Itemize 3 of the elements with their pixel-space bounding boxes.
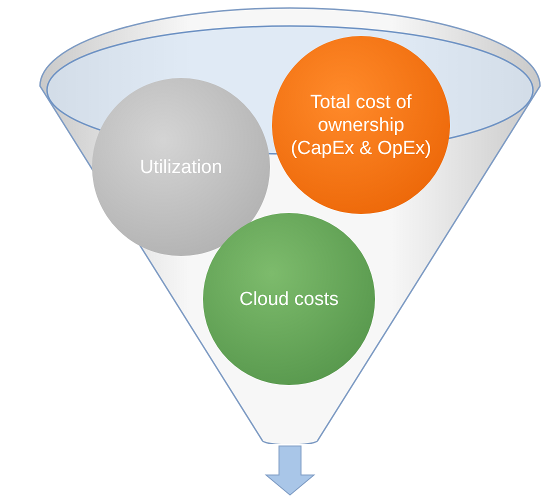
circle-label: Cloud costs (239, 288, 339, 310)
circle-label: Total cost of ownership (CapEx & OpEx) (290, 90, 432, 160)
circle-label: Utilization (140, 156, 222, 178)
